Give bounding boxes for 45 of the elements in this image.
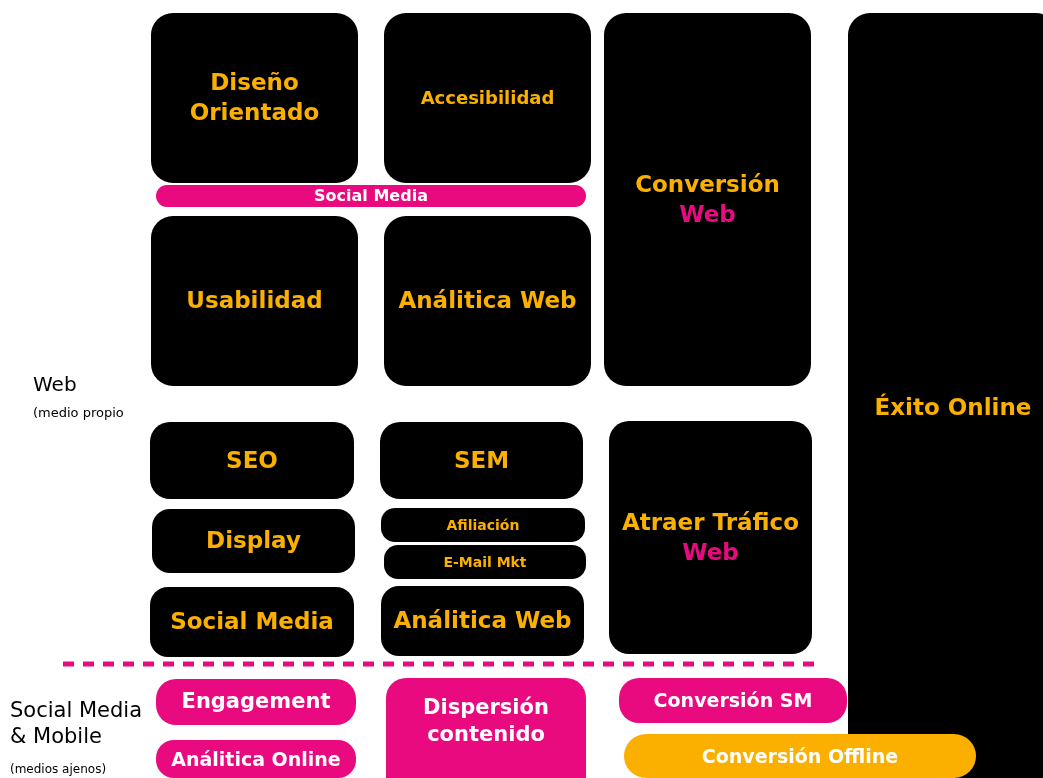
box-label: Social Media — [170, 607, 334, 637]
process-box — [384, 545, 586, 579]
process-box — [384, 216, 591, 386]
box-label: E-Mail Mkt — [443, 552, 527, 572]
rounded-box — [386, 678, 586, 778]
process-box — [381, 586, 584, 656]
rounded-box — [156, 185, 586, 207]
section-label: (medio propio — [33, 405, 124, 422]
process-box — [152, 509, 355, 573]
box-label: Conversión — [635, 169, 780, 199]
box-label: Análitica Web — [398, 286, 577, 316]
process-box — [604, 13, 811, 386]
box-label: SEO — [226, 445, 278, 475]
box-label: Social Media — [314, 185, 428, 207]
section-label: (medios ajenos) — [10, 762, 107, 777]
process-box — [380, 422, 583, 499]
box-label: Conversión SM — [653, 688, 813, 713]
box-label: Web — [679, 199, 736, 229]
box-label: Engagement — [181, 688, 331, 716]
process-box — [151, 13, 358, 183]
box-label: Análitica Web — [393, 606, 572, 636]
process-box — [609, 421, 812, 654]
rounded-box — [156, 740, 356, 778]
process-box — [381, 508, 585, 542]
section-label: Social Media & Mobile — [10, 697, 143, 750]
box-label: Éxito Online — [874, 393, 1032, 423]
process-box — [151, 216, 358, 386]
box-label: SEM — [453, 445, 510, 475]
section-label: Web — [33, 372, 77, 397]
box-label: Usabilidad — [186, 286, 323, 316]
box-label: Análitica Online — [171, 746, 341, 772]
process-box — [384, 13, 591, 183]
process-box — [150, 587, 354, 657]
rounded-box — [619, 678, 847, 723]
box-label: Diseño Orientado — [188, 68, 321, 127]
box-label: Display — [206, 526, 301, 556]
rounded-box — [156, 679, 356, 725]
box-label: Conversión Offline — [701, 743, 899, 769]
box-label: Web — [682, 537, 739, 567]
box-label: Afiliación — [446, 515, 520, 535]
box-label: Atraer Tráfico — [621, 507, 800, 537]
box-label: Accesibilidad — [420, 86, 555, 110]
box-label: Dispersión contenido — [422, 693, 550, 748]
process-box — [150, 422, 354, 499]
rounded-box — [624, 734, 976, 778]
